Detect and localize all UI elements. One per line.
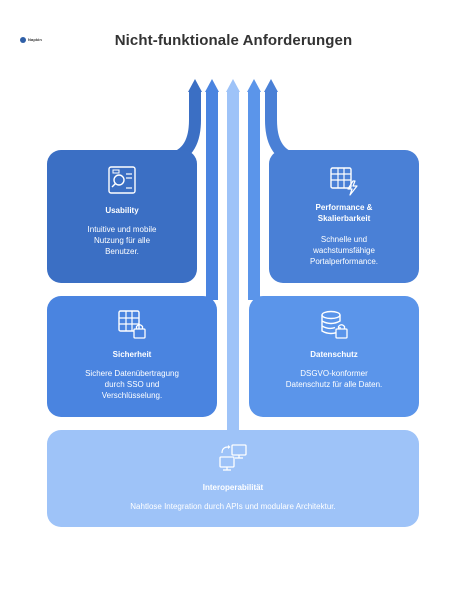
logo-mark [20, 36, 26, 43]
card-performance-heading-line: Skalierbarkeit [317, 214, 371, 223]
card-performance-line: Schnelle und [320, 235, 368, 244]
card-usability-description: Intuitive und mobile Nutzung für alle Be… [57, 224, 187, 257]
card-datenschutz-description: DSGVO-konformer Datenschutz für alle Dat… [259, 368, 409, 390]
card-datenschutz: Datenschutz DSGVO-konformer Datenschutz … [249, 296, 419, 417]
database-lock-icon [321, 310, 348, 339]
card-sicherheit-heading: Sicherheit [112, 350, 152, 359]
card-interoperabilitaet: Interoperabilität Nahtlose Integration d… [47, 430, 419, 527]
card-performance: Performance & Skalierbarkeit Schnelle un… [269, 150, 419, 283]
card-sicherheit: Sicherheit Sichere Datenübertragung durc… [47, 296, 217, 417]
card-sicherheit-line: durch SSO und [104, 380, 160, 389]
card-usability-line: Nutzung für alle [93, 236, 151, 245]
computers-sync-icon [219, 444, 247, 471]
card-performance-heading-line: Performance & [315, 203, 373, 212]
card-usability-line: Benutzer. [105, 247, 139, 256]
card-interoperabilitaet-description: Nahtlose Integration durch APIs und modu… [57, 501, 409, 512]
table-lightning-icon [330, 167, 358, 196]
card-sicherheit-description: Sichere Datenübertragung durch SSO und V… [57, 368, 207, 401]
page-title: Nicht-funktionale Anforderungen [114, 32, 353, 49]
usability-icon [108, 166, 136, 194]
card-performance-line: Portalperformance. [309, 257, 379, 266]
card-usability: Usability Intuitive und mobile Nutzung f… [47, 150, 197, 283]
card-interoperabilitaet-heading: Interoperabilität [202, 483, 264, 492]
arrowhead-interop [226, 79, 240, 92]
arrowhead-usability [188, 79, 202, 92]
card-usability-heading: Usability [105, 206, 139, 215]
grid-lock-icon [118, 310, 146, 339]
card-datenschutz-heading: Datenschutz [310, 350, 358, 359]
arrowhead-sicherheit [205, 79, 219, 92]
card-performance-line: wachstumsfähige [313, 246, 375, 255]
logo: Napkin [20, 35, 46, 44]
card-performance-heading: Performance & Skalierbarkeit [269, 202, 419, 224]
card-datenschutz-line: Datenschutz für alle Daten. [285, 380, 383, 389]
card-sicherheit-line: Sichere Datenübertragung [85, 369, 179, 378]
card-sicherheit-line: Verschlüsselung. [101, 391, 163, 400]
arrowhead-datenschutz [247, 79, 261, 92]
card-interoperabilitaet-line: Nahtlose Integration durch APIs und modu… [130, 502, 336, 511]
card-datenschutz-line: DSGVO-konformer [300, 369, 368, 378]
arrowhead-performance [264, 79, 278, 92]
card-performance-description: Schnelle und wachstumsfähige Portalperfo… [279, 234, 409, 267]
card-usability-line: Intuitive und mobile [87, 225, 157, 234]
logo-text: Napkin [28, 37, 42, 42]
